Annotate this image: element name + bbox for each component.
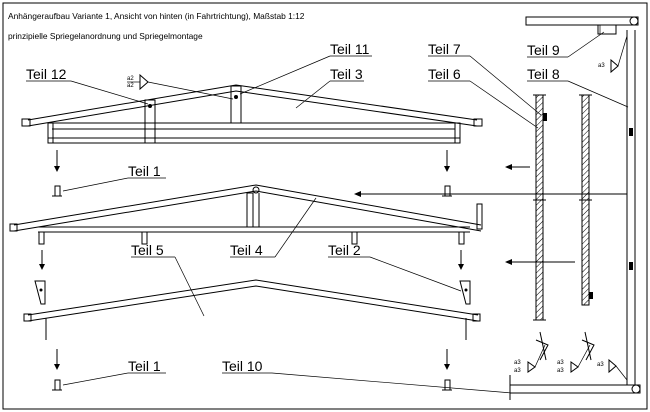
post-teil6 bbox=[533, 94, 547, 321]
drawing-title: Anhängeraufbau Variante 1, Ansicht von h… bbox=[8, 11, 305, 21]
label-teil7: Teil 7 bbox=[428, 41, 542, 116]
label-teil9: Teil 9 bbox=[527, 31, 605, 58]
teil12-strut bbox=[144, 99, 156, 144]
svg-text:Teil 10: Teil 10 bbox=[222, 358, 263, 374]
label-teil3: Teil 3 bbox=[295, 66, 364, 109]
svg-text:Teil 1: Teil 1 bbox=[128, 163, 161, 179]
svg-text:Teil 4: Teil 4 bbox=[230, 242, 263, 258]
svg-text:a3: a3 bbox=[557, 368, 564, 374]
svg-text:a2: a2 bbox=[127, 76, 134, 82]
bow-assembly-top bbox=[21, 84, 483, 144]
label-teil4: Teil 4 bbox=[230, 197, 317, 258]
bottom-rail-teil10 bbox=[509, 375, 641, 400]
label-teil10: Teil 10 bbox=[222, 358, 513, 394]
label-teil8: Teil 8 bbox=[527, 66, 629, 108]
post-teil8 bbox=[614, 30, 636, 386]
top-rail-teil9 bbox=[525, 16, 639, 35]
svg-text:a3: a3 bbox=[514, 368, 521, 374]
label-teil1-top: Teil 1 bbox=[62, 163, 166, 192]
label-teil1-bottom: Teil 1 bbox=[62, 358, 166, 386]
weld-symbols-a3: a3 a3 a3 a3 a3 a3 bbox=[514, 35, 628, 381]
svg-text:Teil 3: Teil 3 bbox=[330, 66, 363, 82]
svg-text:Teil 12: Teil 12 bbox=[26, 66, 67, 82]
teil2-brackets bbox=[34, 280, 471, 305]
assembly-arrows-left bbox=[354, 164, 627, 265]
post-teil7 bbox=[579, 94, 593, 306]
svg-text:a2: a2 bbox=[127, 83, 134, 89]
drawing-subtitle: prinzipielle Spriegelanordnung und Sprie… bbox=[8, 31, 203, 41]
svg-text:Teil 5: Teil 5 bbox=[131, 242, 164, 258]
bow-assembly-middle bbox=[9, 184, 483, 245]
label-teil5: Teil 5 bbox=[131, 242, 205, 317]
svg-text:a3: a3 bbox=[514, 360, 521, 366]
label-teil11: Teil 11 bbox=[239, 41, 372, 95]
label-teil2: Teil 2 bbox=[328, 242, 462, 292]
assembly-arrows-row2 bbox=[39, 250, 464, 270]
svg-text:a3: a3 bbox=[598, 63, 605, 69]
label-teil12: Teil 12 bbox=[26, 66, 149, 105]
corner-brackets bbox=[535, 331, 595, 361]
label-teil6: Teil 6 bbox=[428, 66, 539, 129]
svg-text:Teil 8: Teil 8 bbox=[527, 66, 560, 82]
assembly-arrows-row1 bbox=[54, 150, 450, 172]
assembly-arrows-row3 bbox=[54, 349, 450, 370]
svg-text:Teil 11: Teil 11 bbox=[330, 41, 370, 57]
svg-text:Teil 7: Teil 7 bbox=[428, 41, 461, 57]
teil1-brackets-bottom bbox=[52, 379, 452, 391]
weld-symbol-a2: a2 a2 bbox=[127, 73, 234, 100]
svg-text:Teil 1: Teil 1 bbox=[128, 358, 161, 374]
bow-assembly-bottom bbox=[23, 279, 481, 340]
svg-text:a3: a3 bbox=[557, 360, 564, 366]
svg-text:a3: a3 bbox=[597, 362, 604, 368]
teil11-strut bbox=[230, 85, 242, 124]
svg-text:Teil 9: Teil 9 bbox=[527, 42, 560, 58]
svg-text:Teil 6: Teil 6 bbox=[428, 66, 461, 82]
teil1-brackets-top bbox=[52, 185, 452, 197]
svg-text:Teil 2: Teil 2 bbox=[328, 242, 361, 258]
